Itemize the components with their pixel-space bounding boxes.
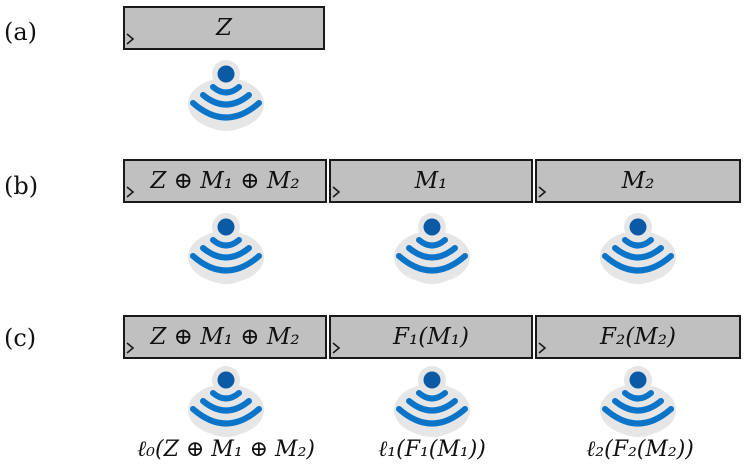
caption-l0: ℓ₀(Z ⊕ M₁ ⊕ M₂) xyxy=(137,437,315,462)
caption-l1: ℓ₁(F₁(M₁)) xyxy=(378,437,486,462)
broadcast-signal-icon xyxy=(186,60,266,136)
clock-tick-marker-icon xyxy=(538,341,548,355)
block-z-plus-m1-m2: Z ⊕ M₁ ⊕ M₂ xyxy=(123,159,327,203)
block-m2: M₂ xyxy=(535,159,741,203)
clock-tick-marker-icon xyxy=(126,185,136,199)
clock-tick-marker-icon xyxy=(538,185,548,199)
caption-l2: ℓ₂(F₂(M₂)) xyxy=(586,437,694,462)
broadcast-signal-icon xyxy=(392,213,472,289)
block-label: F₁(M₁) xyxy=(393,324,469,350)
block-label: M₂ xyxy=(621,168,655,194)
clock-tick-marker-icon xyxy=(332,341,342,355)
block-f2-m2: F₂(M₂) xyxy=(535,315,741,359)
block-m1: M₁ xyxy=(329,159,533,203)
broadcast-signal-icon xyxy=(186,213,266,289)
block-label: Z ⊕ M₁ ⊕ M₂ xyxy=(150,324,300,350)
clock-tick-marker-icon xyxy=(332,185,342,199)
block-f1-m1: F₁(M₁) xyxy=(329,315,533,359)
broadcast-signal-icon xyxy=(598,213,678,289)
block-z-plus-m1-m2: Z ⊕ M₁ ⊕ M₂ xyxy=(123,315,327,359)
row-label-a: (a) xyxy=(4,18,38,46)
block-z: Z xyxy=(123,6,325,50)
row-label-b: (b) xyxy=(4,172,39,200)
block-label: Z ⊕ M₁ ⊕ M₂ xyxy=(150,168,300,194)
clock-tick-marker-icon xyxy=(126,32,136,46)
broadcast-signal-icon xyxy=(598,366,678,442)
clock-tick-marker-icon xyxy=(126,341,136,355)
block-label: F₂(M₂) xyxy=(600,324,676,350)
block-label: M₁ xyxy=(414,168,448,194)
broadcast-signal-icon xyxy=(186,366,266,442)
row-label-c: (c) xyxy=(4,324,37,352)
block-label: Z xyxy=(216,15,232,41)
broadcast-signal-icon xyxy=(392,366,472,442)
